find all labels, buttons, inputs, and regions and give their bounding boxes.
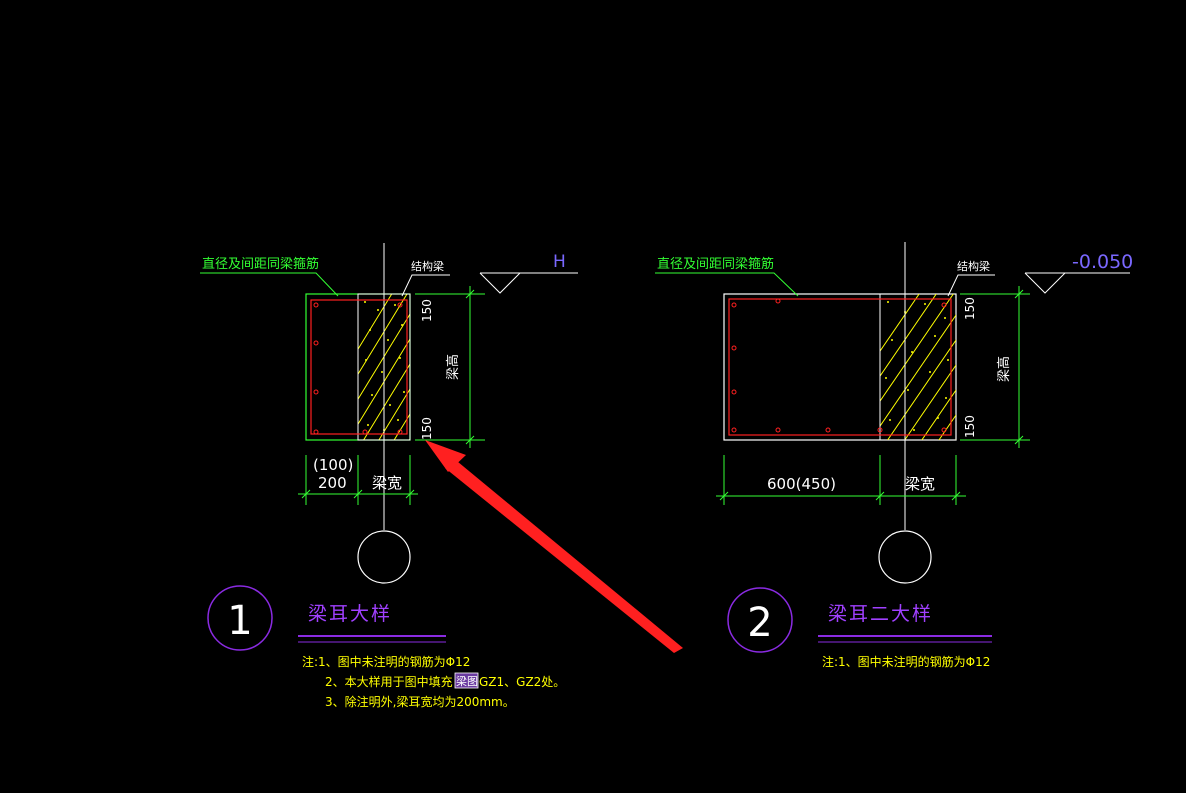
leader-note-text-2: 直径及间距同梁箍筋 (657, 256, 774, 272)
detail-title-1: 梁耳大样 (308, 603, 392, 625)
annotation-arrow (425, 440, 683, 653)
leader-note-1: 直径及间距同梁箍筋 (200, 256, 339, 297)
note-1-line-2a: 2、本大样用于图中填充 (325, 674, 453, 689)
beam-label-2: 结构梁 (947, 259, 995, 297)
note-2-line-1: 注:1、图中未注明的钢筋为Φ12 (822, 654, 990, 669)
detail-number-circle-2 (727, 587, 793, 653)
fill-swatch-1: 梁图 (454, 672, 479, 689)
detail-number-circle-1 (207, 585, 273, 651)
dim-bottom-2: 150 (963, 415, 977, 438)
dimension-vertical-2 (960, 286, 1030, 448)
dim-top-1: 150 (420, 299, 434, 322)
detail-1: 直径及间距同梁箍筋 结构梁 H 150 150 梁高 (200, 243, 578, 709)
elevation-value-1: H (553, 252, 566, 272)
beam-hatch-1 (357, 293, 411, 441)
dim-height-2: 梁高 (996, 356, 1012, 382)
detail-number-2: 2 (747, 600, 772, 646)
dim-height-1: 梁高 (445, 354, 461, 380)
note-1-line-1: 注:1、图中未注明的钢筋为Φ12 (302, 654, 470, 669)
dim-beam-width-2: 梁宽 (905, 475, 935, 493)
leader-note-2: 直径及间距同梁箍筋 (655, 256, 799, 297)
dimension-horizontal-1 (298, 455, 418, 505)
rebar-dots-1 (313, 302, 403, 435)
leader-note-text-1: 直径及间距同梁箍筋 (202, 256, 319, 272)
elevation-symbol-2: -0.050 (1024, 251, 1133, 294)
dimension-horizontal-2 (716, 455, 966, 505)
grid-axis-circle-2 (878, 530, 932, 584)
note-1-line-2b: GZ1、GZ2处。 (479, 675, 565, 689)
beam-label-text-1: 结构梁 (411, 259, 444, 273)
detail-number-1: 1 (227, 598, 252, 644)
detail-title-2: 梁耳二大样 (828, 603, 933, 625)
grid-axis-circle-1 (357, 530, 411, 584)
detail-2: 直径及间距同梁箍筋 结构梁 -0.050 150 150 梁高 (655, 242, 1133, 669)
dim-beam-width-1: 梁宽 (372, 474, 402, 492)
dimension-vertical-1 (415, 286, 485, 448)
fill-swatch-label-1: 梁图 (456, 674, 478, 688)
beam-label-text-2: 结构梁 (957, 259, 990, 273)
dim-top-2: 150 (963, 297, 977, 320)
note-1-line-3: 3、除注明外,梁耳宽均为200mm。 (325, 694, 515, 709)
beam-label-1: 结构梁 (401, 259, 450, 297)
rebar-dots-2 (731, 298, 947, 433)
elevation-value-2: -0.050 (1072, 251, 1133, 273)
beam-ear-outline-2 (723, 293, 957, 441)
dim-ear-top-1: (100) (313, 456, 353, 474)
rebar-stirrup-1 (310, 299, 408, 435)
beam-hatch-2 (879, 294, 956, 440)
elevation-symbol-1: H (479, 252, 578, 294)
dim-bottom-1: 150 (420, 417, 434, 440)
rebar-stirrup-2 (728, 298, 952, 436)
dim-ear-width-2: 600(450) (767, 475, 836, 493)
dim-ear-bottom-1: 200 (318, 474, 347, 492)
